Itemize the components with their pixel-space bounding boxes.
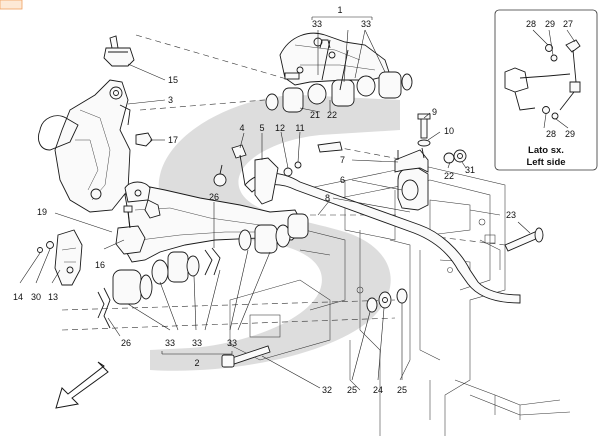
callout-7: 7 xyxy=(340,155,345,165)
bolt-32 xyxy=(221,345,271,368)
stabilizer-bushing xyxy=(394,147,429,211)
lower-arm-bushings xyxy=(112,213,309,305)
callout-4: 4 xyxy=(239,123,244,133)
callout-3: 3 xyxy=(168,95,173,105)
callout-6: 6 xyxy=(340,175,345,185)
callout-33-bottom-left: 33 xyxy=(165,338,175,348)
callout-25-right: 25 xyxy=(397,385,407,395)
upper-control-arm xyxy=(279,32,391,86)
link-rods xyxy=(213,144,279,205)
callout-33-bottom-middle: 33 xyxy=(192,338,202,348)
bracket-13 xyxy=(54,229,83,286)
inset-title-en: Left side xyxy=(526,157,565,168)
callout-23: 23 xyxy=(506,210,516,220)
callout-26-upper: 26 xyxy=(209,192,219,202)
callout-19: 19 xyxy=(37,207,47,217)
callout-2: 2 xyxy=(194,358,199,368)
inset-left-side: 28 29 27 28 29 Lato sx. Left side xyxy=(494,9,598,171)
callout-30: 30 xyxy=(31,292,41,302)
washers-24-25 xyxy=(366,288,408,313)
callout-10: 10 xyxy=(444,126,454,136)
callout-17: 17 xyxy=(168,135,178,145)
front-direction-arrow xyxy=(55,361,109,409)
inset-callout-27: 27 xyxy=(563,19,573,29)
small-parts-11-12 xyxy=(283,141,343,177)
washers-22-31 xyxy=(443,149,467,164)
clamp-15 xyxy=(103,35,135,67)
inset-callout-28-top: 28 xyxy=(526,19,536,29)
inset-callout-29-top: 29 xyxy=(545,19,555,29)
upper-arm-bushings xyxy=(265,71,413,113)
steering-knuckle xyxy=(38,79,131,213)
callout-25-left: 25 xyxy=(347,385,357,395)
callout-32: 32 xyxy=(322,385,332,395)
washer-30 xyxy=(37,241,54,253)
callout-33-top-left: 33 xyxy=(312,19,322,29)
callout-labels: 1 33 33 15 3 17 21 22 9 10 4 5 12 11 7 6… xyxy=(13,5,516,395)
inset-title-it: Lato sx. xyxy=(528,145,564,156)
callout-9: 9 xyxy=(432,107,437,117)
callout-24: 24 xyxy=(373,385,383,395)
bolt-23 xyxy=(504,227,544,252)
nut-17 xyxy=(135,132,153,147)
group-brackets xyxy=(161,16,373,355)
callout-31: 31 xyxy=(465,165,475,175)
inset-callout-28-bottom: 28 xyxy=(546,129,556,139)
callout-14: 14 xyxy=(13,292,23,302)
callout-8: 8 xyxy=(325,193,330,203)
callout-26-lower: 26 xyxy=(121,338,131,348)
callout-5: 5 xyxy=(259,123,264,133)
callout-21: 21 xyxy=(310,110,320,120)
callout-1: 1 xyxy=(337,5,342,15)
corner-tab xyxy=(0,0,23,10)
callout-22-upper: 22 xyxy=(327,110,337,120)
callout-16: 16 xyxy=(95,260,105,270)
inset-callout-29-bottom: 29 xyxy=(565,129,575,139)
leader-lines xyxy=(19,29,531,389)
callout-22-lower: 22 xyxy=(444,171,454,181)
callout-11: 11 xyxy=(295,123,304,133)
bolt-9 xyxy=(417,113,431,147)
bolt-16 xyxy=(115,205,146,255)
bolt-21 xyxy=(321,39,349,91)
callout-33-bottom-right: 33 xyxy=(227,338,237,348)
callout-33-top-right: 33 xyxy=(361,19,371,29)
bracket-26 xyxy=(97,247,221,329)
callout-15: 15 xyxy=(168,75,178,85)
callout-13: 13 xyxy=(48,292,58,302)
callout-12: 12 xyxy=(275,123,285,133)
